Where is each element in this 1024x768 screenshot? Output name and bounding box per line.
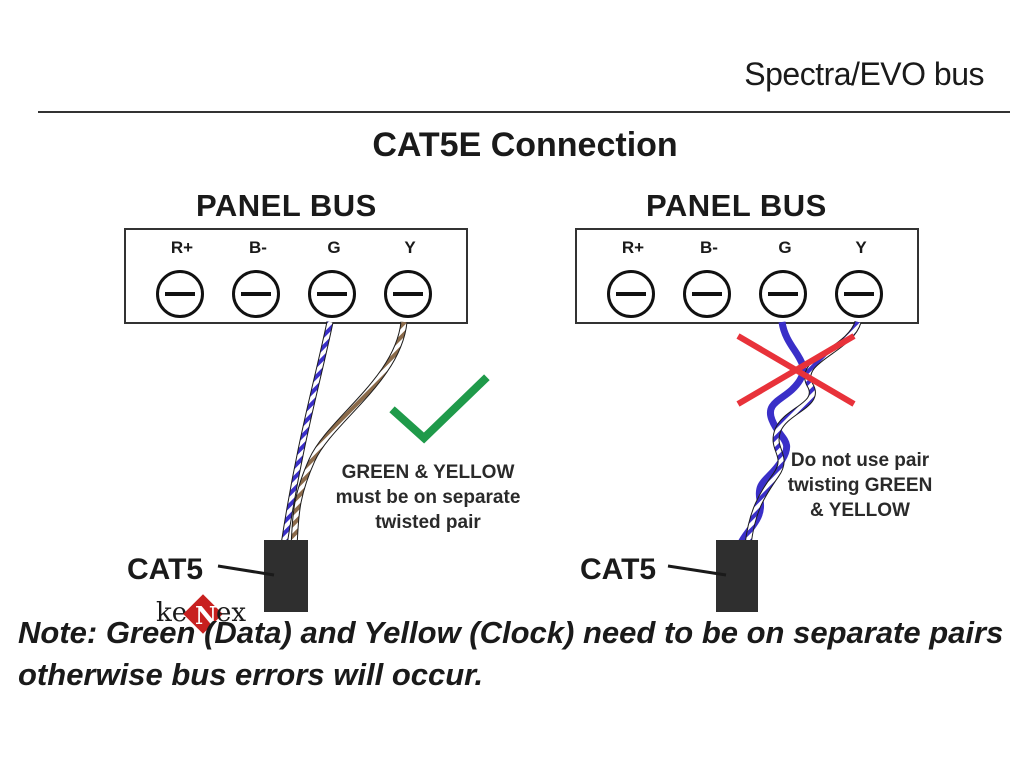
terminal-g: G <box>757 230 813 322</box>
screw-icon <box>607 270 655 318</box>
terminal-y: Y <box>833 230 889 322</box>
cat5-leader-right <box>667 564 727 577</box>
terminal-label: B- <box>249 238 267 257</box>
logo-badge-letter: N <box>195 601 217 630</box>
terminal-label: G <box>327 238 341 257</box>
terminal-label: R+ <box>621 238 645 257</box>
header-divider <box>38 111 1010 113</box>
terminal-block-left: R+ B- G Y <box>124 228 468 324</box>
screw-icon <box>759 270 807 318</box>
terminal-block-right: R+ B- G Y <box>575 228 919 324</box>
cat5-leader-left <box>217 564 275 577</box>
screw-icon <box>683 270 731 318</box>
terminal-label: B- <box>700 238 718 257</box>
cat5-label-right: CAT5 <box>580 553 657 586</box>
screw-icon <box>232 270 280 318</box>
caption-correct: GREEN & YELLOW must be on separate twist… <box>335 462 521 533</box>
kenex-logo: ke N ex <box>156 594 256 634</box>
terminal-r-plus: R+ <box>154 230 210 322</box>
screw-icon <box>835 270 883 318</box>
cat5-label-left: CAT5 <box>127 553 204 586</box>
cross-icon <box>736 333 856 407</box>
screw-icon <box>384 270 432 318</box>
terminal-label: G <box>778 238 792 257</box>
warning-note: Note: Green (Data) and Yellow (Clock) ne… <box>18 615 1004 692</box>
panel-bus-heading-right: PANEL BUS <box>646 188 827 223</box>
terminal-b-minus: B- <box>681 230 737 322</box>
terminal-r-plus: R+ <box>605 230 661 322</box>
cat5-cable-right <box>716 540 758 612</box>
terminal-label: Y <box>855 238 867 257</box>
screw-icon <box>308 270 356 318</box>
diagram-title: CAT5E Connection <box>372 126 678 164</box>
panel-bus-heading-left: PANEL BUS <box>196 188 377 223</box>
terminal-y: Y <box>382 230 438 322</box>
terminal-label: Y <box>404 238 416 257</box>
screw-icon <box>156 270 204 318</box>
terminal-g: G <box>306 230 362 322</box>
cat5-cable-left <box>264 540 308 612</box>
checkmark-icon <box>389 374 490 444</box>
terminal-b-minus: B- <box>230 230 286 322</box>
caption-incorrect: Do not use pair twisting GREEN & YELLOW <box>787 450 933 521</box>
terminal-label: R+ <box>170 238 194 257</box>
section-label: Spectra/EVO bus <box>744 56 984 92</box>
logo-text-part2: ex <box>216 598 247 628</box>
logo-text-part1: ke <box>156 598 188 628</box>
